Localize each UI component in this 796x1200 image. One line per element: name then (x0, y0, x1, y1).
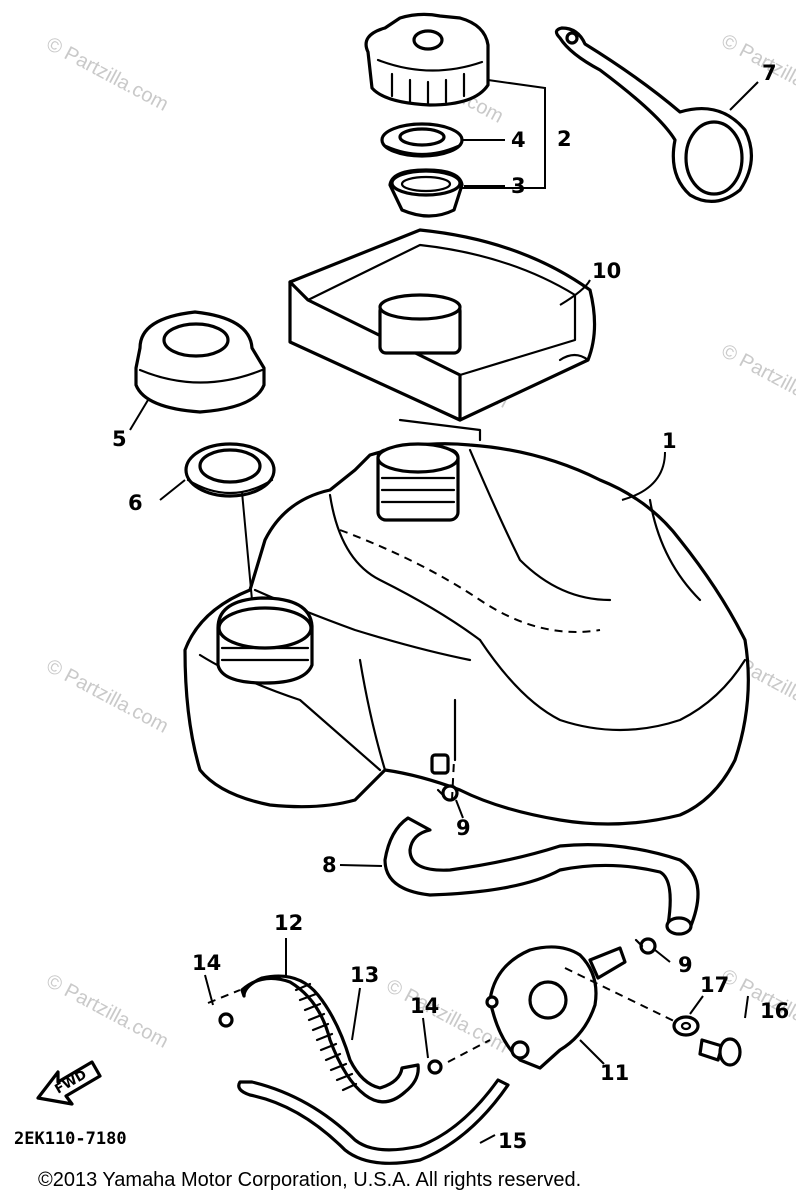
callout-12: 12 (274, 911, 303, 935)
callout-1: 1 (662, 429, 677, 453)
callout-11: 11 (600, 1061, 629, 1085)
callout-14-right: 14 (410, 994, 439, 1018)
fuel-tank (183, 442, 750, 826)
callout-4: 4 (511, 128, 526, 152)
callout-14-left: 14 (192, 951, 221, 975)
callout-10: 10 (592, 259, 621, 283)
callout-labels: 1 2 3 4 5 6 7 8 9 9 10 11 12 13 14 14 15… (112, 61, 789, 1153)
washer (672, 1015, 700, 1037)
neck-seal (184, 442, 276, 498)
tank-tray (288, 228, 597, 442)
callout-3: 3 (511, 174, 526, 198)
cap-gasket (380, 122, 464, 158)
forward-arrow-icon: FWD (36, 1060, 102, 1106)
copyright-notice: ©2013 Yamaha Motor Corporation, U.S.A. A… (38, 1169, 581, 1191)
callout-9-upper: 9 (456, 816, 471, 840)
clip-right (427, 1059, 443, 1075)
callout-6: 6 (128, 491, 143, 515)
watermark: © Partzilla.com (43, 655, 172, 738)
callout-2: 2 (557, 127, 572, 151)
leader-lines (129, 79, 759, 1144)
watermark: © Partzilla.com (43, 970, 172, 1053)
drawing-code: 2EK110-7180 (14, 1129, 127, 1149)
callout-7: 7 (762, 61, 777, 85)
neck-collar (134, 310, 266, 414)
watermark: © Partzilla.com (43, 33, 172, 116)
callout-9-lower: 9 (678, 953, 693, 977)
hose-clip-lower (634, 937, 657, 955)
callout-13: 13 (350, 963, 379, 987)
breather-hose (383, 816, 700, 936)
callout-8: 8 (322, 853, 337, 877)
fuel-cock (485, 945, 627, 1070)
watermark: © Partzilla.com (718, 30, 796, 113)
watermark: © Partzilla.com (718, 340, 796, 423)
fuel-hose (237, 1078, 510, 1165)
callout-5: 5 (112, 427, 127, 451)
cap-strap (554, 26, 754, 203)
callout-16: 16 (760, 999, 789, 1023)
callout-17: 17 (700, 973, 729, 997)
filler-cap (364, 12, 490, 107)
callout-15: 15 (498, 1129, 527, 1153)
neck-ring (388, 168, 464, 218)
fuel-hose-spring (240, 974, 420, 1104)
hose-clip-upper (436, 784, 459, 802)
screw (698, 1037, 742, 1067)
assembly-lines (207, 759, 677, 1063)
clip-left (218, 1012, 234, 1028)
